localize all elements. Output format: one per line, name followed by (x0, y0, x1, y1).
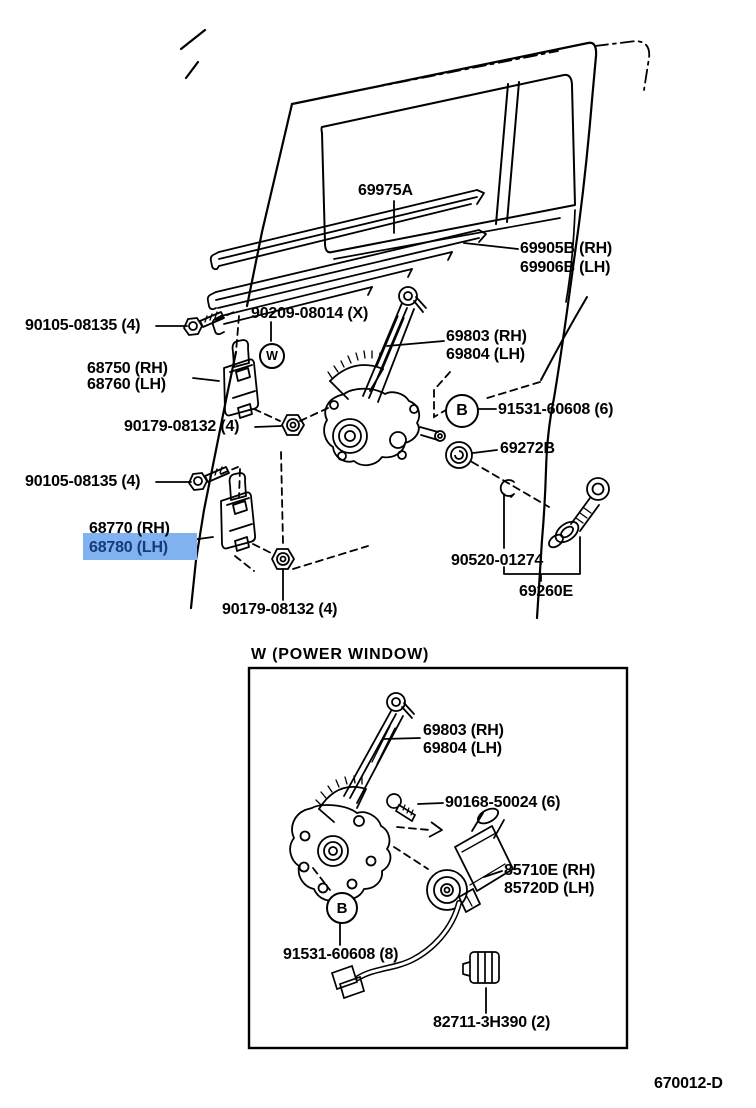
label-91531-60608-8[interactable]: 91531-60608 (8) (283, 946, 399, 963)
selection-highlight (83, 533, 197, 560)
grommet-art (445, 441, 473, 469)
label-90520-01274[interactable]: 90520-01274 (451, 552, 544, 569)
label-69803-rh[interactable]: 69803 (RH) (446, 328, 527, 345)
label-69260e[interactable]: 69260E (519, 583, 573, 600)
pw-clamp-art (462, 951, 500, 984)
label-69906b-lh[interactable]: 69906B (LH) (520, 259, 611, 276)
label-90105-08135-lower[interactable]: 90105-08135 (4) (25, 473, 141, 490)
label-90179-08132-upper[interactable]: 90179-08132 (4) (124, 418, 240, 435)
lower-hinge-art (188, 466, 295, 570)
marker-b-upper: B (445, 394, 479, 428)
drawing-code: 670012-D (654, 1075, 723, 1092)
pw-leader-lines (339, 737, 503, 1014)
label-pw-69803-rh[interactable]: 69803 (RH) (423, 722, 504, 739)
pw-regulator-art (289, 692, 415, 902)
crank-handle-art (499, 477, 610, 549)
label-85710e-rh[interactable]: 85710E (RH) (504, 862, 596, 879)
upper-hinge-art (183, 311, 305, 436)
label-90179-08132-lower[interactable]: 90179-08132 (4) (222, 601, 338, 618)
power-window-title: W (POWER WINDOW) (251, 646, 430, 663)
marker-b-lower: B (326, 892, 358, 924)
pw-arrowhead (428, 821, 443, 838)
label-90168-50024[interactable]: 90168-50024 (6) (445, 794, 561, 811)
label-69272b[interactable]: 69272B (500, 440, 555, 457)
marker-w: W (259, 343, 285, 369)
label-68770-rh[interactable]: 68770 (RH) (89, 520, 170, 537)
pw-screw-art (386, 793, 417, 823)
label-90209-08014[interactable]: 90209-08014 (X) (251, 305, 369, 322)
power-window-box (247, 666, 629, 1050)
label-82711-3h390[interactable]: 82711-3H390 (2) (433, 1014, 551, 1031)
label-90105-08135-upper[interactable]: 90105-08135 (4) (25, 317, 141, 334)
label-69975a[interactable]: 69975A (358, 182, 413, 199)
glass-run-art (206, 229, 487, 336)
label-68780-lh-selected[interactable]: 68780 (LH) (89, 539, 168, 556)
label-69905b-rh[interactable]: 69905B (RH) (520, 240, 613, 257)
label-91531-60608-6[interactable]: 91531-60608 (6) (498, 401, 614, 418)
pw-motor-art (426, 807, 514, 913)
label-85720d-lh[interactable]: 85720D (LH) (504, 880, 595, 897)
leader-lines (155, 200, 581, 601)
regulator-art (323, 286, 446, 467)
assembly-dashes (215, 311, 550, 572)
pw-dashes (312, 826, 431, 891)
label-68760-lh[interactable]: 68760 (LH) (87, 376, 166, 393)
label-pw-69804-lh[interactable]: 69804 (LH) (423, 740, 502, 757)
label-69804-lh[interactable]: 69804 (LH) (446, 346, 525, 363)
label-68750-rh[interactable]: 68750 (RH) (87, 360, 168, 377)
glass-channel-art (209, 189, 485, 271)
pw-cable-art (330, 900, 462, 1000)
door-panel-outline (179, 28, 651, 620)
